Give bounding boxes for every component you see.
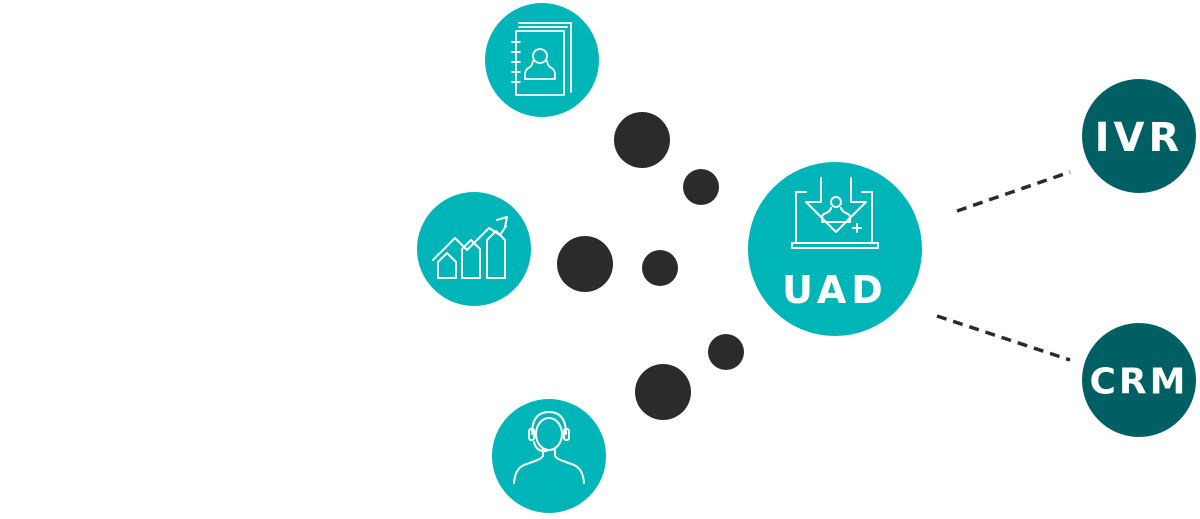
headset-agent-icon <box>513 411 585 484</box>
connector-dot <box>708 334 744 370</box>
ivr-node: IVR <box>1082 79 1196 193</box>
dashed-connector-crm <box>936 314 1071 362</box>
connector-dot <box>635 364 691 420</box>
address-book-icon <box>511 22 572 96</box>
crm-node: CRM <box>1082 323 1196 437</box>
connector-dot <box>683 169 719 205</box>
analytics-node <box>417 192 531 306</box>
ivr-label: IVR <box>1095 115 1184 161</box>
connector-dot <box>642 250 678 286</box>
uad-node: UAD <box>748 162 922 336</box>
connector-dot <box>614 112 670 168</box>
crm-label: CRM <box>1090 362 1189 403</box>
growth-chart-icon <box>432 216 508 279</box>
laptop-download-user-icon <box>791 177 879 249</box>
uad-label: UAD <box>782 268 888 312</box>
agent-node <box>492 399 606 513</box>
contacts-node <box>485 3 599 117</box>
connector-dot <box>557 236 613 292</box>
dashed-connector-ivr <box>956 170 1071 213</box>
